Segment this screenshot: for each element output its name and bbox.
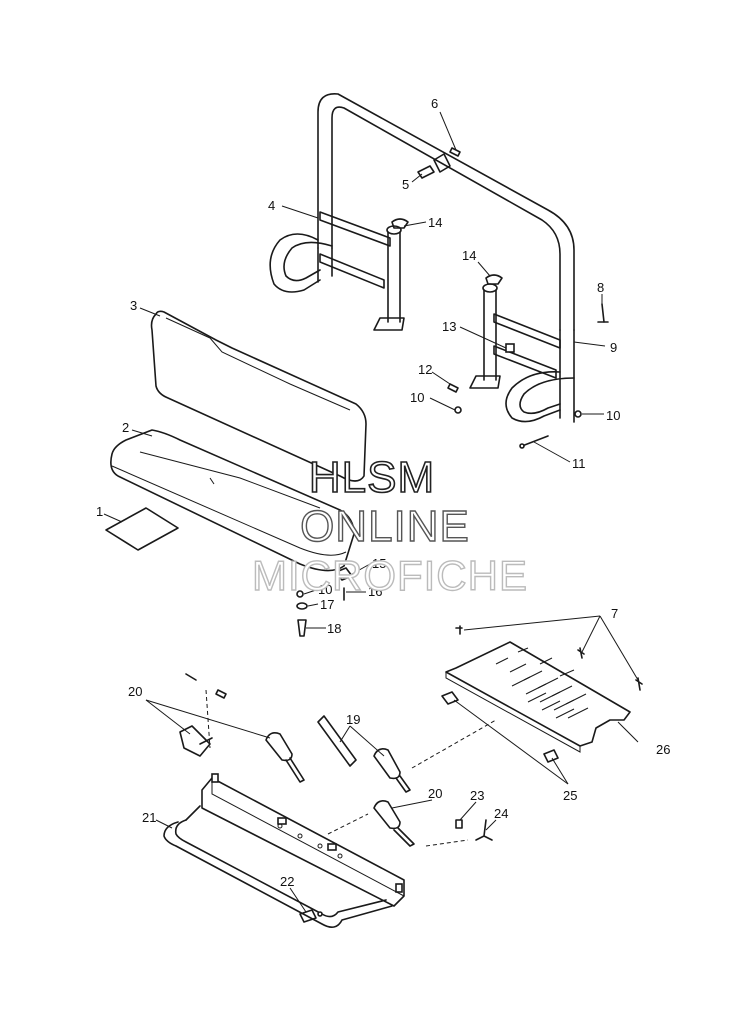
seat-cushion xyxy=(110,429,355,572)
callout-3: 3 xyxy=(130,298,137,313)
seat-hardware xyxy=(296,567,353,637)
callout-8: 8 xyxy=(597,280,604,295)
callout-13: 13 xyxy=(442,319,456,334)
callout-10a: 10 xyxy=(410,390,424,405)
callout-6: 6 xyxy=(431,96,438,111)
seat-back xyxy=(150,310,367,482)
callout-10b: 10 xyxy=(606,408,620,423)
callout-12: 12 xyxy=(418,362,432,377)
seat-pad xyxy=(105,507,179,551)
callout-9: 9 xyxy=(610,340,617,355)
callout-4: 4 xyxy=(268,198,275,213)
callout-20b: 20 xyxy=(428,786,442,801)
callout-14b: 14 xyxy=(462,248,476,263)
floor-panel xyxy=(441,625,643,763)
seat-belts xyxy=(179,673,415,847)
callout-25: 25 xyxy=(563,788,577,803)
callout-26: 26 xyxy=(656,742,670,757)
watermark-line-1: HLSM xyxy=(309,453,435,502)
callout-16: 16 xyxy=(368,584,382,599)
callout-11: 11 xyxy=(572,456,586,471)
callout-19: 19 xyxy=(346,712,360,727)
callout-23: 23 xyxy=(470,788,484,803)
callout-22: 22 xyxy=(280,874,294,889)
callout-18: 18 xyxy=(327,621,341,636)
callout-20a: 20 xyxy=(128,684,142,699)
callout-15: 15 xyxy=(372,556,386,571)
callout-numbers: 1 2 3 4 5 6 7 8 9 10 10 10 11 12 13 14 1… xyxy=(96,96,670,889)
callout-1: 1 xyxy=(96,504,103,519)
callout-17: 17 xyxy=(320,597,334,612)
hardware-parts xyxy=(391,147,609,449)
callout-7: 7 xyxy=(611,606,618,621)
callout-10c: 10 xyxy=(318,582,332,597)
seat-base-frame xyxy=(163,773,493,928)
watermark-line-3: MICROFICHE xyxy=(252,552,528,599)
leader-lines xyxy=(103,111,639,913)
callout-14a: 14 xyxy=(428,215,442,230)
watermark: HLSM ONLINE MICROFICHE xyxy=(251,452,528,600)
callout-2: 2 xyxy=(122,420,129,435)
callout-5: 5 xyxy=(402,177,409,192)
callout-21: 21 xyxy=(142,810,156,825)
callout-24: 24 xyxy=(494,806,508,821)
watermark-line-2: ONLINE xyxy=(300,502,470,551)
